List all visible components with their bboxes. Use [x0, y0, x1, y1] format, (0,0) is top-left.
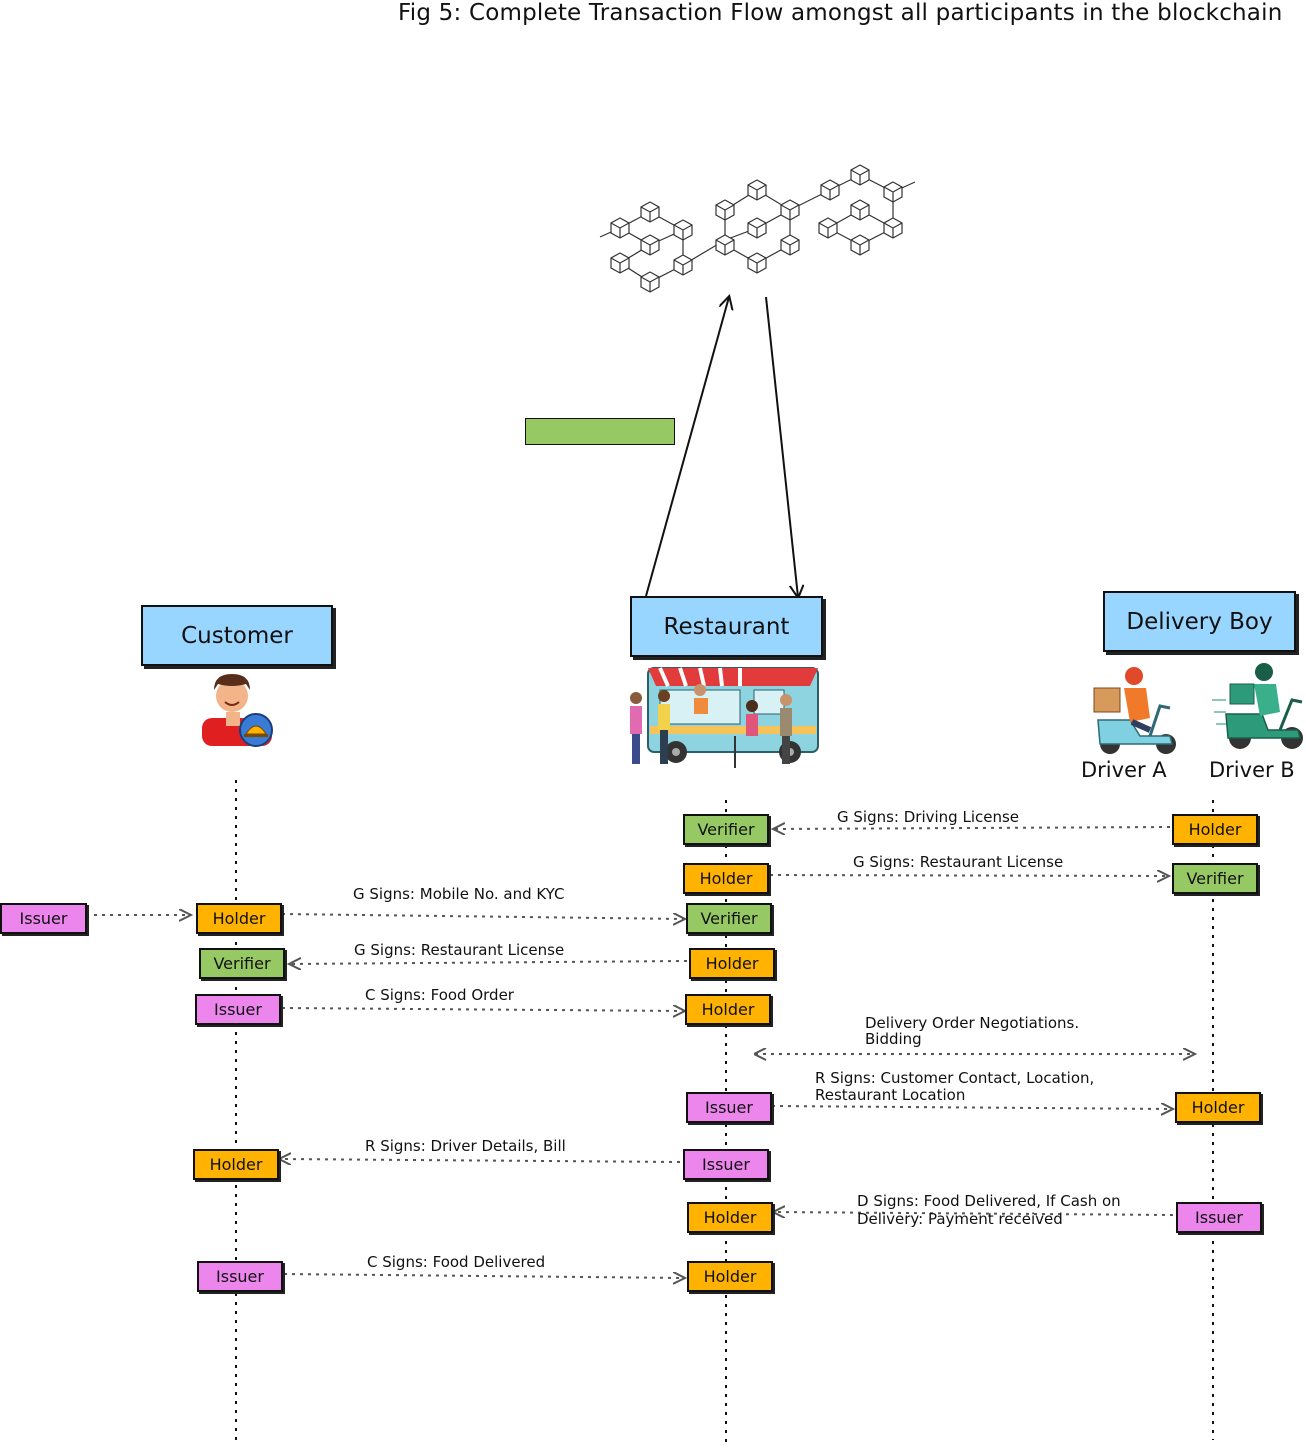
customer-verifier-tag: Verifier	[199, 948, 285, 979]
message-label: C Signs: Food Order	[365, 986, 514, 1004]
arrow-driving-license	[774, 827, 1171, 829]
external-issuer-tag: Issuer	[0, 903, 87, 934]
message-label: G Signs: Mobile No. and KYC	[353, 885, 565, 903]
figure-title: Fig 5: Complete Transaction Flow amongst…	[398, 0, 1283, 26]
blockchain-icon	[599, 164, 916, 293]
message-label: Delivery Order Negotiations.	[865, 1014, 1080, 1032]
message-label: G Signs: Restaurant License	[853, 853, 1064, 871]
restaurant-verifier-tag: Verifier	[683, 814, 769, 845]
message-label: D Signs: Food Delivered, If Cash on	[857, 1192, 1121, 1210]
arrow-customer-contact	[771, 1106, 1172, 1109]
arrow-food-delivered-customer	[283, 1274, 684, 1278]
message-label: Bidding	[865, 1030, 922, 1048]
arrow-food-delivered-driver	[774, 1212, 1174, 1215]
arrow-food-order	[281, 1008, 684, 1011]
message-label: R Signs: Driver Details, Bill	[365, 1137, 566, 1155]
customer-holder-tag: Holder	[193, 1149, 279, 1180]
lifelines	[235, 780, 1214, 1445]
restaurant-issuer-tag: Issuer	[686, 1092, 772, 1123]
message-label: G Signs: Restaurant License	[354, 941, 565, 959]
customer-holder-tag: Holder	[196, 903, 282, 934]
restaurant-holder-tag: Holder	[689, 948, 775, 979]
restaurant-verifier-tag: Verifier	[686, 903, 772, 934]
customer-icon	[202, 674, 273, 747]
driver-b-label: Driver B	[1209, 758, 1295, 782]
delivery-issuer-tag: Issuer	[1176, 1202, 1262, 1233]
restaurant-holder-tag: Holder	[685, 994, 771, 1025]
delivery-verifier-tag: Verifier	[1172, 863, 1258, 894]
delivery-holder-tag: Holder	[1172, 814, 1258, 845]
arrow-from-blockchain	[765, 296, 798, 597]
message-label: Delivery: Payment received	[857, 1210, 1063, 1228]
arrow-to-blockchain	[645, 297, 729, 597]
arrow-mobile-kyc	[281, 914, 684, 919]
scooter-icon	[1212, 663, 1303, 749]
arrow-driver-details	[280, 1159, 681, 1162]
message-label: G Signs: Driving License	[837, 808, 1020, 826]
actor-restaurant: Restaurant	[630, 596, 823, 657]
blockchain-label-bar	[525, 418, 675, 445]
message-label: R Signs: Customer Contact, Location,	[815, 1069, 1095, 1087]
delivery-holder-tag: Holder	[1175, 1092, 1261, 1123]
arrow-restaurant-license-driver	[769, 875, 1168, 876]
scooter-icon	[1093, 667, 1176, 754]
customer-issuer-tag: Issuer	[195, 994, 281, 1025]
customer-issuer-tag: Issuer	[197, 1261, 283, 1292]
food-truck-icon	[630, 667, 819, 768]
arrow-restaurant-license-customer	[290, 961, 688, 964]
message-label: Restaurant Location	[815, 1086, 966, 1104]
restaurant-holder-tag: Holder	[683, 863, 769, 894]
driver-a-label: Driver A	[1081, 758, 1167, 782]
restaurant-holder-tag: Holder	[687, 1261, 773, 1292]
restaurant-holder-tag: Holder	[687, 1202, 773, 1233]
restaurant-issuer-tag: Issuer	[683, 1149, 769, 1180]
message-label: C Signs: Food Delivered	[367, 1253, 546, 1271]
actor-customer: Customer	[141, 605, 333, 666]
actor-delivery-boy: Delivery Boy	[1103, 591, 1296, 652]
